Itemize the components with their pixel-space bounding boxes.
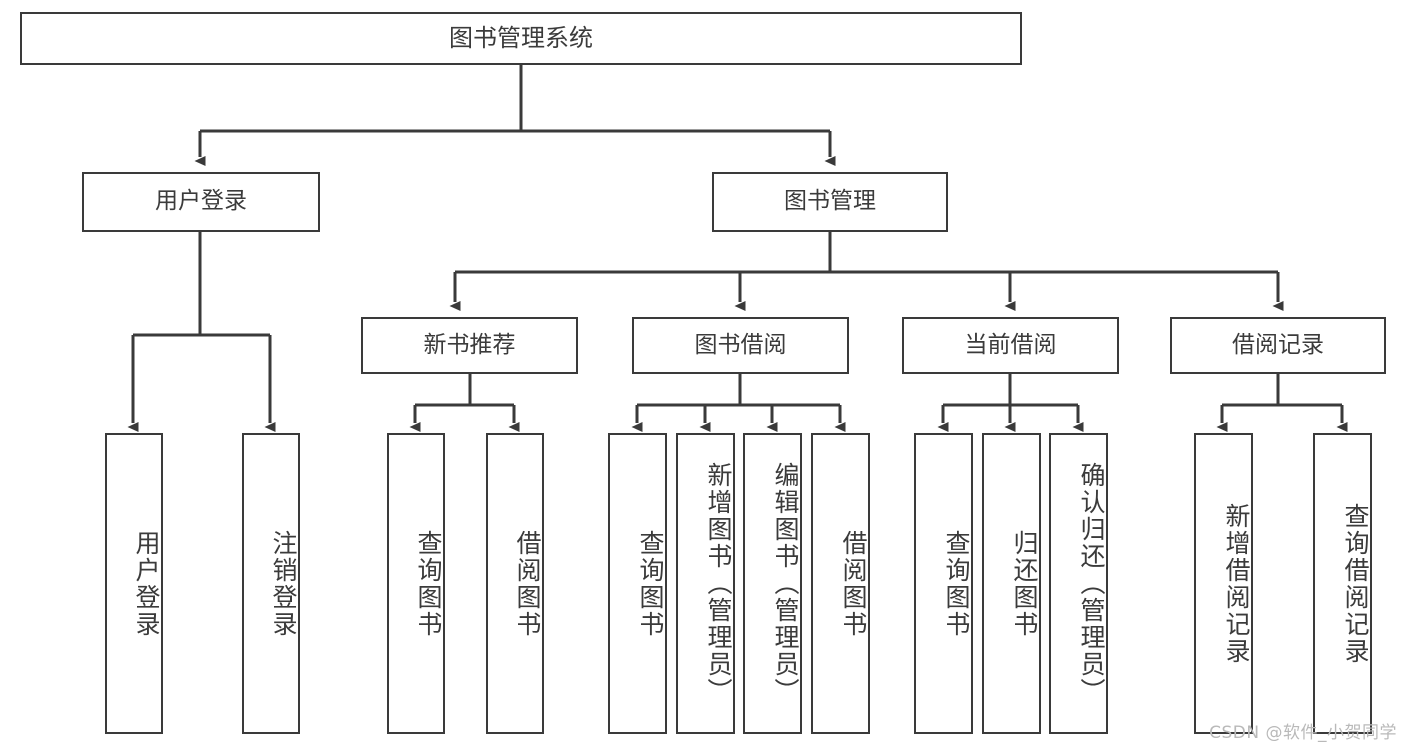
node-user-login[interactable]: 用户登录 — [82, 172, 320, 232]
leaf-book-borrow-edit-book-admin[interactable]: 编辑图书（管理员） — [743, 433, 802, 734]
leaf-current-borrow-query-book[interactable]: 查询图书 — [914, 433, 973, 734]
node-book-borrow[interactable]: 图书借阅 — [632, 317, 849, 374]
node-label: 查询图书 — [942, 529, 971, 638]
csdn-watermark: CSDN @软件_小贺同学 — [1209, 723, 1397, 743]
node-label: 借阅图书 — [513, 529, 542, 638]
node-label: 查询图书 — [414, 529, 443, 638]
node-root-book-management-system[interactable]: 图书管理系统 — [20, 12, 1022, 65]
node-label: 新增借阅记录 — [1222, 502, 1251, 665]
node-label: 查询借阅记录 — [1341, 502, 1370, 665]
leaf-borrow-record-add-record[interactable]: 新增借阅记录 — [1194, 433, 1253, 734]
leaf-current-borrow-confirm-return-admin[interactable]: 确认归还（管理员） — [1049, 433, 1108, 734]
leaf-book-borrow-borrow-book[interactable]: 借阅图书 — [811, 433, 870, 734]
node-new-book-recommend[interactable]: 新书推荐 — [361, 317, 578, 374]
leaf-borrow-record-query-record[interactable]: 查询借阅记录 — [1313, 433, 1372, 734]
node-label: 归还图书 — [1010, 529, 1039, 638]
node-current-borrow[interactable]: 当前借阅 — [902, 317, 1119, 374]
leaf-new-book-query-book[interactable]: 查询图书 — [387, 433, 445, 734]
node-borrow-record[interactable]: 借阅记录 — [1170, 317, 1386, 374]
node-label: 借阅记录 — [1232, 331, 1324, 358]
node-book-management[interactable]: 图书管理 — [712, 172, 948, 232]
node-label: 图书借阅 — [694, 331, 787, 358]
node-label: 当前借阅 — [964, 331, 1057, 358]
leaf-user-login-login[interactable]: 用户登录 — [105, 433, 163, 734]
leaf-book-borrow-query-book[interactable]: 查询图书 — [608, 433, 667, 734]
node-label: 编辑图书（管理员） — [771, 462, 800, 705]
leaf-current-borrow-return-book[interactable]: 归还图书 — [982, 433, 1041, 734]
node-label: 查询图书 — [636, 529, 665, 638]
node-label: 图书管理系统 — [449, 24, 593, 53]
node-label: 图书管理 — [784, 188, 876, 215]
node-label: 注销登录 — [269, 529, 298, 638]
node-label: 新书推荐 — [423, 331, 516, 358]
leaf-book-borrow-add-book-admin[interactable]: 新增图书（管理员） — [676, 433, 735, 734]
node-label: 确认归还（管理员） — [1077, 462, 1106, 705]
node-label: 借阅图书 — [839, 529, 868, 638]
leaf-user-login-logout[interactable]: 注销登录 — [242, 433, 300, 734]
node-label: 用户登录 — [132, 529, 161, 638]
leaf-new-book-borrow-book[interactable]: 借阅图书 — [486, 433, 544, 734]
node-label: 用户登录 — [155, 188, 247, 215]
node-label: 新增图书（管理员） — [704, 462, 733, 705]
